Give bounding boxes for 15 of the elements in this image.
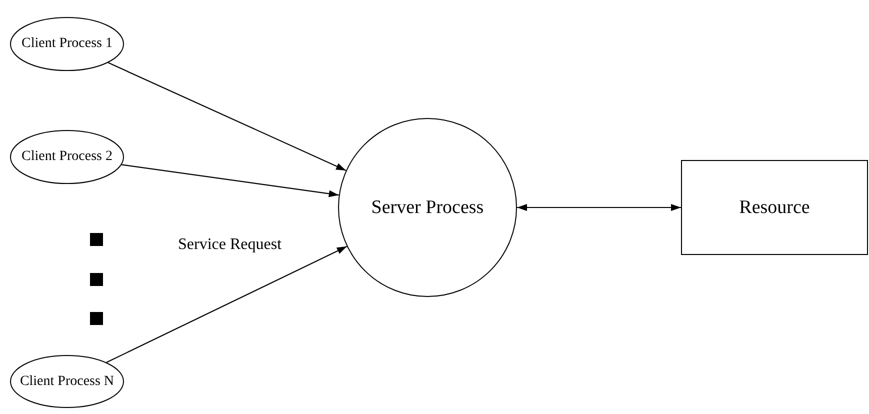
arrow: [106, 246, 348, 363]
process-ellipse: [10, 17, 124, 71]
node-label: Resource: [739, 196, 810, 218]
node-label: Client Process 1: [22, 36, 112, 52]
arrow: [122, 164, 339, 198]
process-ellipse: [10, 130, 124, 184]
resource-box: [681, 160, 868, 255]
process-ellipse: [10, 355, 124, 408]
arrow: [517, 204, 681, 211]
process-circle: [338, 118, 517, 297]
annotation-text: Service Request: [178, 236, 282, 254]
node-label: Client Process N: [20, 374, 114, 390]
arrow: [108, 62, 346, 172]
node-label: Client Process 2: [22, 149, 112, 165]
node-label: Server Process: [371, 196, 484, 218]
